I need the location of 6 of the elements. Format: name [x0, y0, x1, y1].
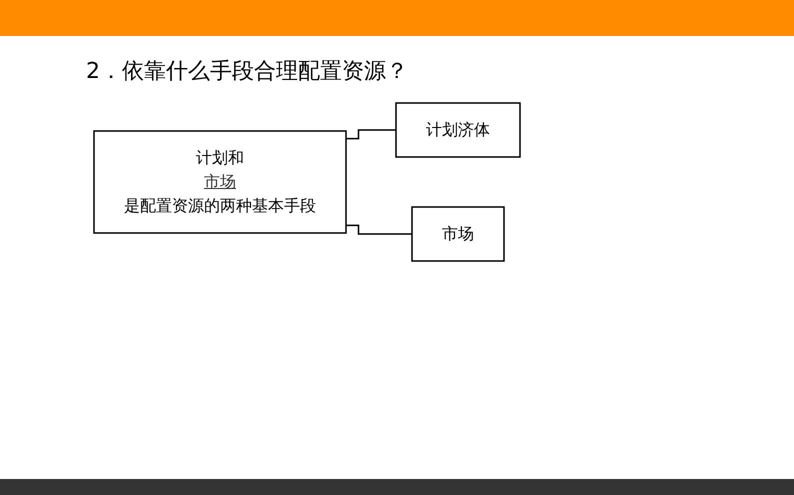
- node-box: 计划济体: [395, 102, 521, 158]
- connector: [346, 224, 412, 235]
- node-box: 计划和 市场 是配置资源的两种基本手段: [93, 130, 347, 234]
- node-box: 市场: [411, 206, 505, 262]
- connector: [346, 129, 396, 140]
- question-title: 2．依靠什么手段合理配置资源？: [86, 58, 408, 86]
